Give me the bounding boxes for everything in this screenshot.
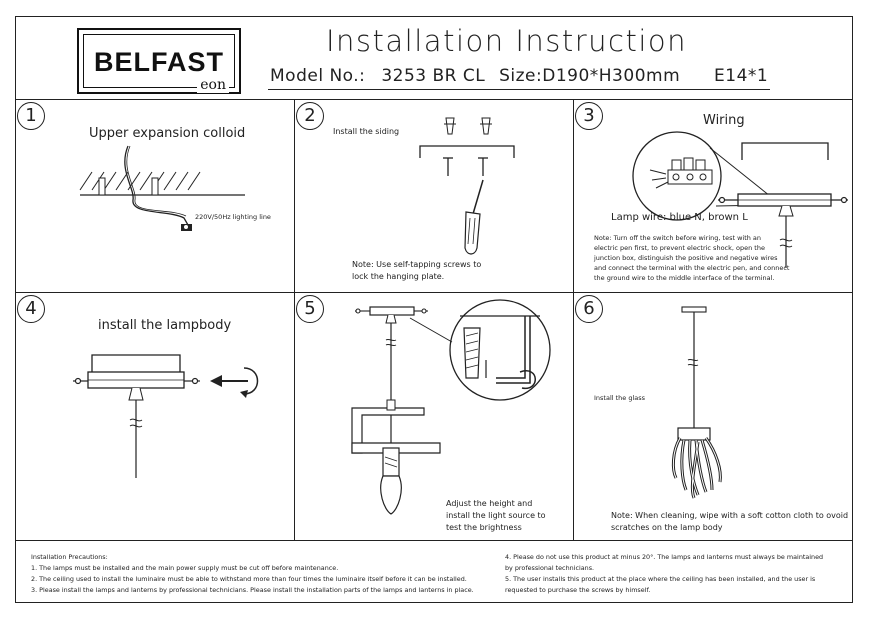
page-title: Installation Instruction [326, 24, 688, 58]
step-number-5: 5 [296, 295, 324, 323]
step5-note-line2: install the light source to [446, 511, 546, 520]
step6-title: Install the glass [594, 394, 646, 402]
step5-note-line3: test the brightness [446, 523, 522, 532]
precaution-item-4-cont: by professional technicians. [505, 564, 595, 572]
grid-line-bottom [15, 540, 853, 541]
grid-line-col1 [294, 99, 295, 540]
precaution-item-2: 2. The ceiling used to install the lumin… [31, 575, 467, 583]
step1-voltage-note: 220V/50Hz lighting line [195, 213, 271, 221]
step6-note-line2: scratches on the lamp body [611, 523, 723, 532]
bulb-spec: E14*1 [714, 66, 769, 86]
step-number-4: 4 [17, 295, 45, 323]
grid-line-middle [15, 292, 853, 293]
step5-note-line1: Adjust the height and [446, 499, 533, 508]
step-number-3: 3 [575, 102, 603, 130]
title-underline [268, 89, 770, 90]
step1-title: Upper expansion colloid [89, 126, 246, 141]
step6-note-line1: Note: When cleaning, wipe with a soft co… [611, 511, 849, 520]
precautions-heading: Installation Precautions: [31, 553, 108, 561]
step3-wire-label: Lamp wire: blue N, brown L [611, 212, 748, 223]
step3-note-line2: electric pen first, to prevent electric … [594, 244, 765, 252]
precaution-item-5-cont: requested to purchase the screws by hims… [505, 586, 651, 594]
step2-note-line2: lock the hanging plate. [352, 272, 445, 281]
logo-wordmark: BELFAST [93, 47, 224, 77]
model-value: 3253 BR CL [381, 66, 486, 86]
precaution-item-1: 1. The lamps must be installed and the m… [31, 564, 339, 572]
step2-title: Install the siding [333, 127, 400, 136]
precaution-item-3: 3. Please install the lamps and lanterns… [31, 586, 474, 594]
page-frame [15, 16, 853, 603]
precaution-item-4: 4. Please do not use this product at min… [505, 553, 824, 561]
logo-inner-border: BELFAST [83, 34, 235, 88]
step2-note-line1: Note: Use self-tapping screws to [352, 260, 482, 269]
step-number-2: 2 [296, 102, 324, 130]
brand-logo: BELFAST eon [77, 28, 241, 94]
precaution-item-5: 5. The user installs this product at the… [505, 575, 816, 583]
size-value: D190*H300mm [542, 66, 681, 86]
grid-line-top [15, 99, 853, 100]
model-label: Model No.: [270, 66, 366, 86]
step3-note-line4: and connect the terminal with the electr… [594, 264, 790, 272]
size-label: Size: [499, 66, 543, 86]
step4-title: install the lampbody [98, 318, 232, 333]
step-number-6: 6 [575, 295, 603, 323]
step3-note-line1: Note: Turn off the switch before wiring,… [594, 234, 762, 242]
step3-note-line5: the ground wire to the middle interface … [594, 274, 775, 282]
grid-line-col2 [573, 99, 574, 540]
step3-title: Wiring [703, 113, 745, 128]
logo-subtext: eon [197, 77, 229, 93]
model-info: Model No.: 3253 BR CL Size:D190*H300mm E… [270, 66, 768, 86]
step-number-1: 1 [17, 102, 45, 130]
step3-note-line3: junction box, distinguish the positive a… [594, 254, 778, 262]
